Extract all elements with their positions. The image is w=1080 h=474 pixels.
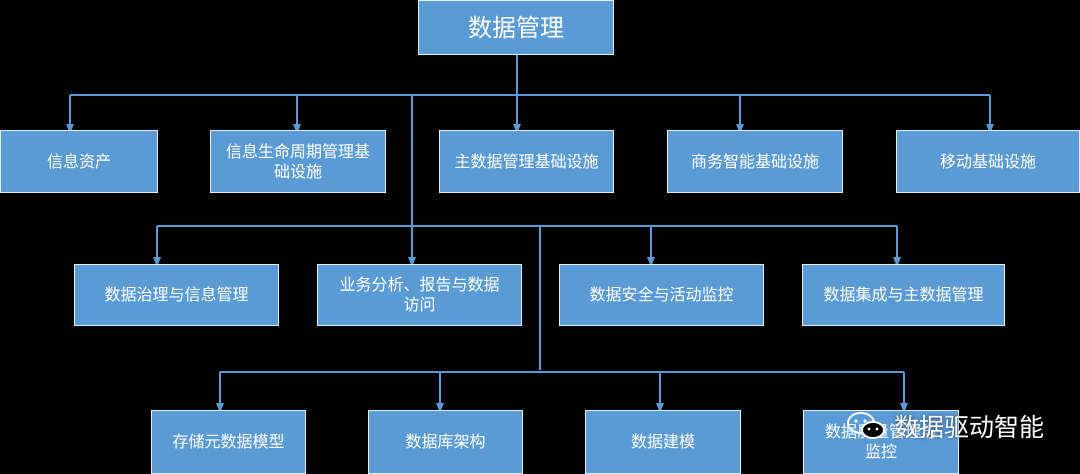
node-business-analytics: 业务分析、报告与数据访问 [317,264,522,326]
node-mobile-infrastructure: 移动基础设施 [896,130,1080,193]
node-label: 数据质量管理与监控 [824,422,937,461]
node-label: 信息生命周期管理基础设施 [225,141,370,181]
node-data-integration: 数据集成与主数据管理 [802,264,1005,326]
watermark-text: 数据驱动智能 [893,413,1044,442]
watermark: 数据驱动智能 [846,408,1044,444]
node-data-security: 数据安全与活动监控 [559,264,764,326]
node-information-assets: 信息资产 [0,130,158,193]
node-root-label: 数据管理 [468,13,564,42]
node-metadata-model: 存储元数据模型 [151,410,306,474]
node-label: 数据建模 [630,432,695,451]
wechat-icon [846,412,885,439]
node-data-governance: 数据治理与信息管理 [74,264,279,326]
node-label: 存储元数据模型 [172,432,285,451]
node-label: 业务分析、报告与数据访问 [339,275,500,314]
node-label: 信息资产 [46,151,111,171]
node-label: 数据治理与信息管理 [104,285,249,304]
node-label: 数据集成与主数据管理 [823,285,984,304]
node-label: 数据安全与活动监控 [589,285,734,304]
node-label: 数据库架构 [405,432,486,451]
node-label: 主数据管理基础设施 [454,151,599,171]
node-data-modeling: 数据建模 [585,410,741,474]
node-label: 移动基础设施 [939,151,1036,171]
node-bi-infrastructure: 商务智能基础设施 [667,130,843,193]
node-database-architecture: 数据库架构 [368,410,523,474]
node-root: 数据管理 [418,0,614,55]
node-mdm-infrastructure: 主数据管理基础设施 [439,130,614,193]
node-ilm-infrastructure: 信息生命周期管理基础设施 [210,130,386,193]
node-label: 商务智能基础设施 [690,151,819,171]
